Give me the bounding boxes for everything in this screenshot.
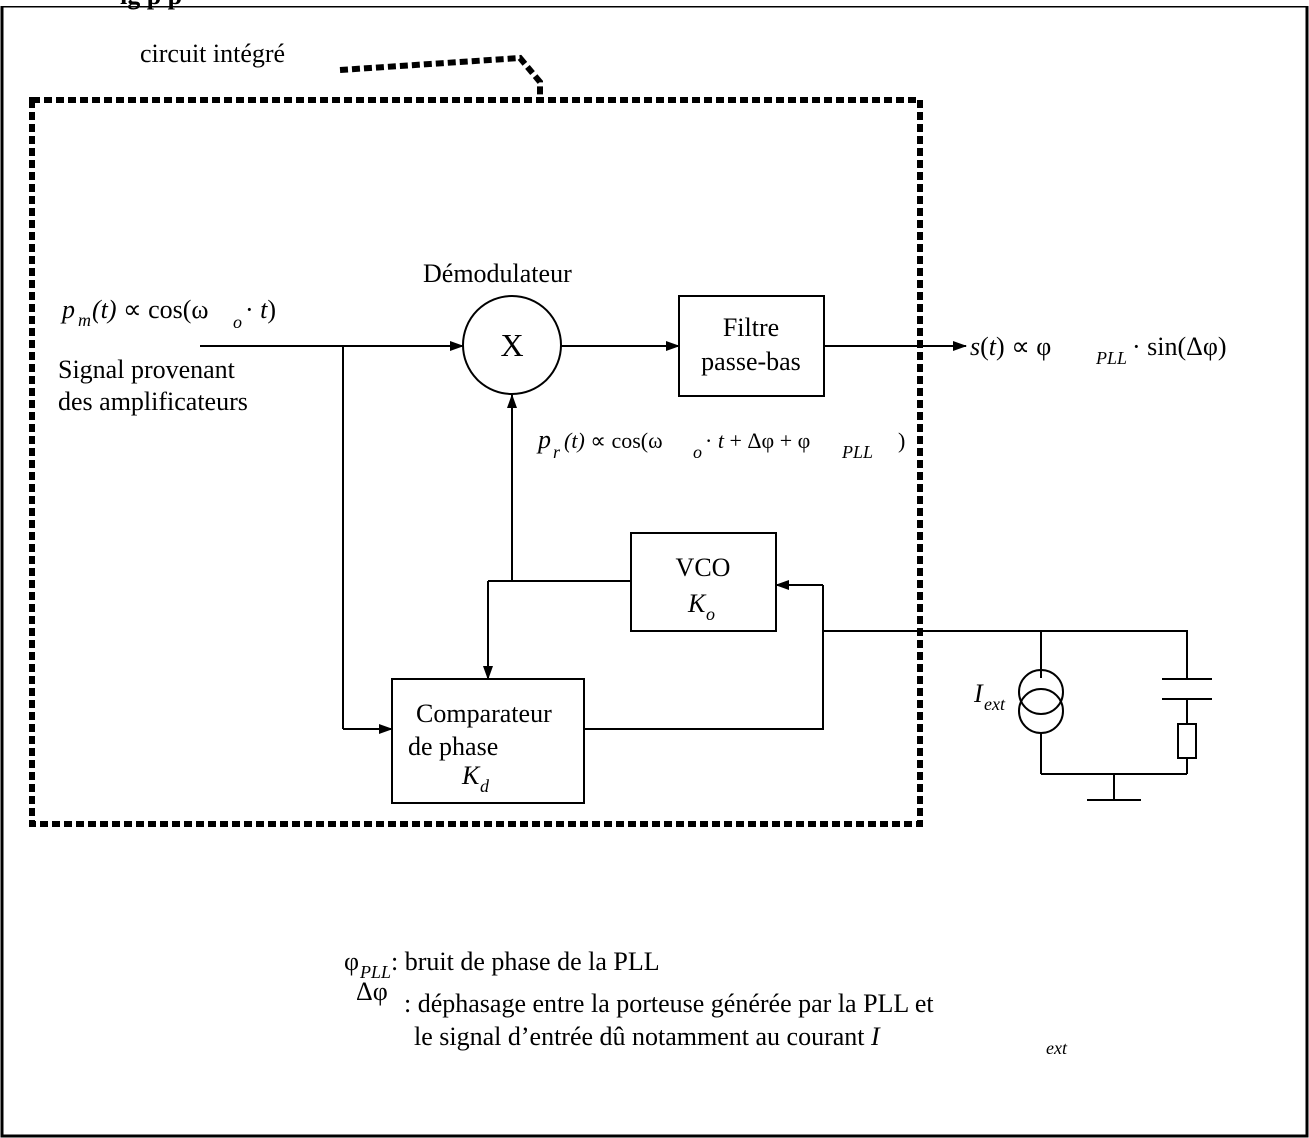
svg-text:I: I [973,679,984,708]
svg-text:p: p [60,295,75,324]
svg-text:· t + Δφ + φ: · t + Δφ + φ [705,428,810,453]
clipped-header: ig p p [120,0,182,10]
comparator-label-line2: de phase [408,732,498,761]
svg-text:: déphasage entre la porteuse: : déphasage entre la porteuse générée pa… [404,989,934,1018]
svg-text:K: K [687,589,707,618]
reference-signal-formula: p r (t) ∝ cos(ω o · t + Δφ + φ PLL ) [536,425,905,462]
svg-text:le signal d’entrée dû notammen: le signal d’entrée dû notamment au coura… [414,1022,881,1051]
svg-text:): ) [898,428,905,453]
svg-text:p: p [536,425,551,454]
svg-text:r: r [553,442,561,462]
filter-label-line1: Filtre [723,313,779,342]
current-source-circle-top [1018,669,1064,715]
svg-text:· sin(Δφ): · sin(Δφ) [1132,332,1227,361]
output-formula: s(t) ∝ φ PLL · sin(Δφ) [970,332,1227,368]
svg-text:: bruit de phase de la PLL: : bruit de phase de la PLL [391,947,660,976]
integrated-circuit-boundary [29,97,923,827]
svg-text:PLL: PLL [1095,348,1127,368]
svg-text:K: K [461,761,481,790]
svg-text:o: o [233,312,242,332]
svg-text:m: m [78,310,91,330]
vco-label: VCO [676,553,731,582]
current-source-circle-bottom [1018,688,1064,734]
svg-text:PLL: PLL [841,442,873,462]
svg-text:o: o [706,604,715,624]
external-current-label: I ext [973,679,1006,714]
resistor [1177,723,1197,759]
filter-label-line2: passe-bas [701,347,801,376]
chip-leader-line [339,54,543,96]
low-pass-filter [678,295,825,397]
svg-text:PLL: PLL [359,962,391,982]
svg-text:ext: ext [1046,1038,1068,1058]
mixer-symbol: X [500,327,523,363]
input-description-line1: Signal provenant [58,355,236,384]
svg-text:d: d [480,776,490,796]
demodulator-title: Démodulateur [423,259,572,288]
legend-delta-phi: Δφ : déphasage entre la porteuse générée… [356,977,1068,1058]
input-description-line2: des amplificateurs [58,387,248,416]
phase-comparator-block [391,678,585,804]
svg-text:(t) ∝ cos(ω: (t) ∝ cos(ω [92,295,209,324]
svg-text:ext: ext [984,694,1006,714]
comparator-to-vco-wire [584,585,824,730]
svg-text:· t): · t) [245,295,276,324]
svg-text:(t) ∝ cos(ω: (t) ∝ cos(ω [564,428,663,453]
svg-text:φ: φ [344,947,359,976]
svg-text:o: o [693,442,702,462]
legend-phi-pll: φ PLL : bruit de phase de la PLL [344,947,660,982]
svg-text:Δφ: Δφ [356,977,388,1006]
chip-label: circuit intégré [140,39,285,68]
comparator-label-line1: Comparateur [416,699,552,728]
comparator-gain: K d [461,761,490,796]
vco-gain: K o [687,589,715,624]
svg-text:s(t) ∝ φ: s(t) ∝ φ [970,332,1051,361]
external-filter-wire [823,630,1188,679]
input-signal-formula: p m (t) ∝ cos(ω o · t) [60,295,276,332]
